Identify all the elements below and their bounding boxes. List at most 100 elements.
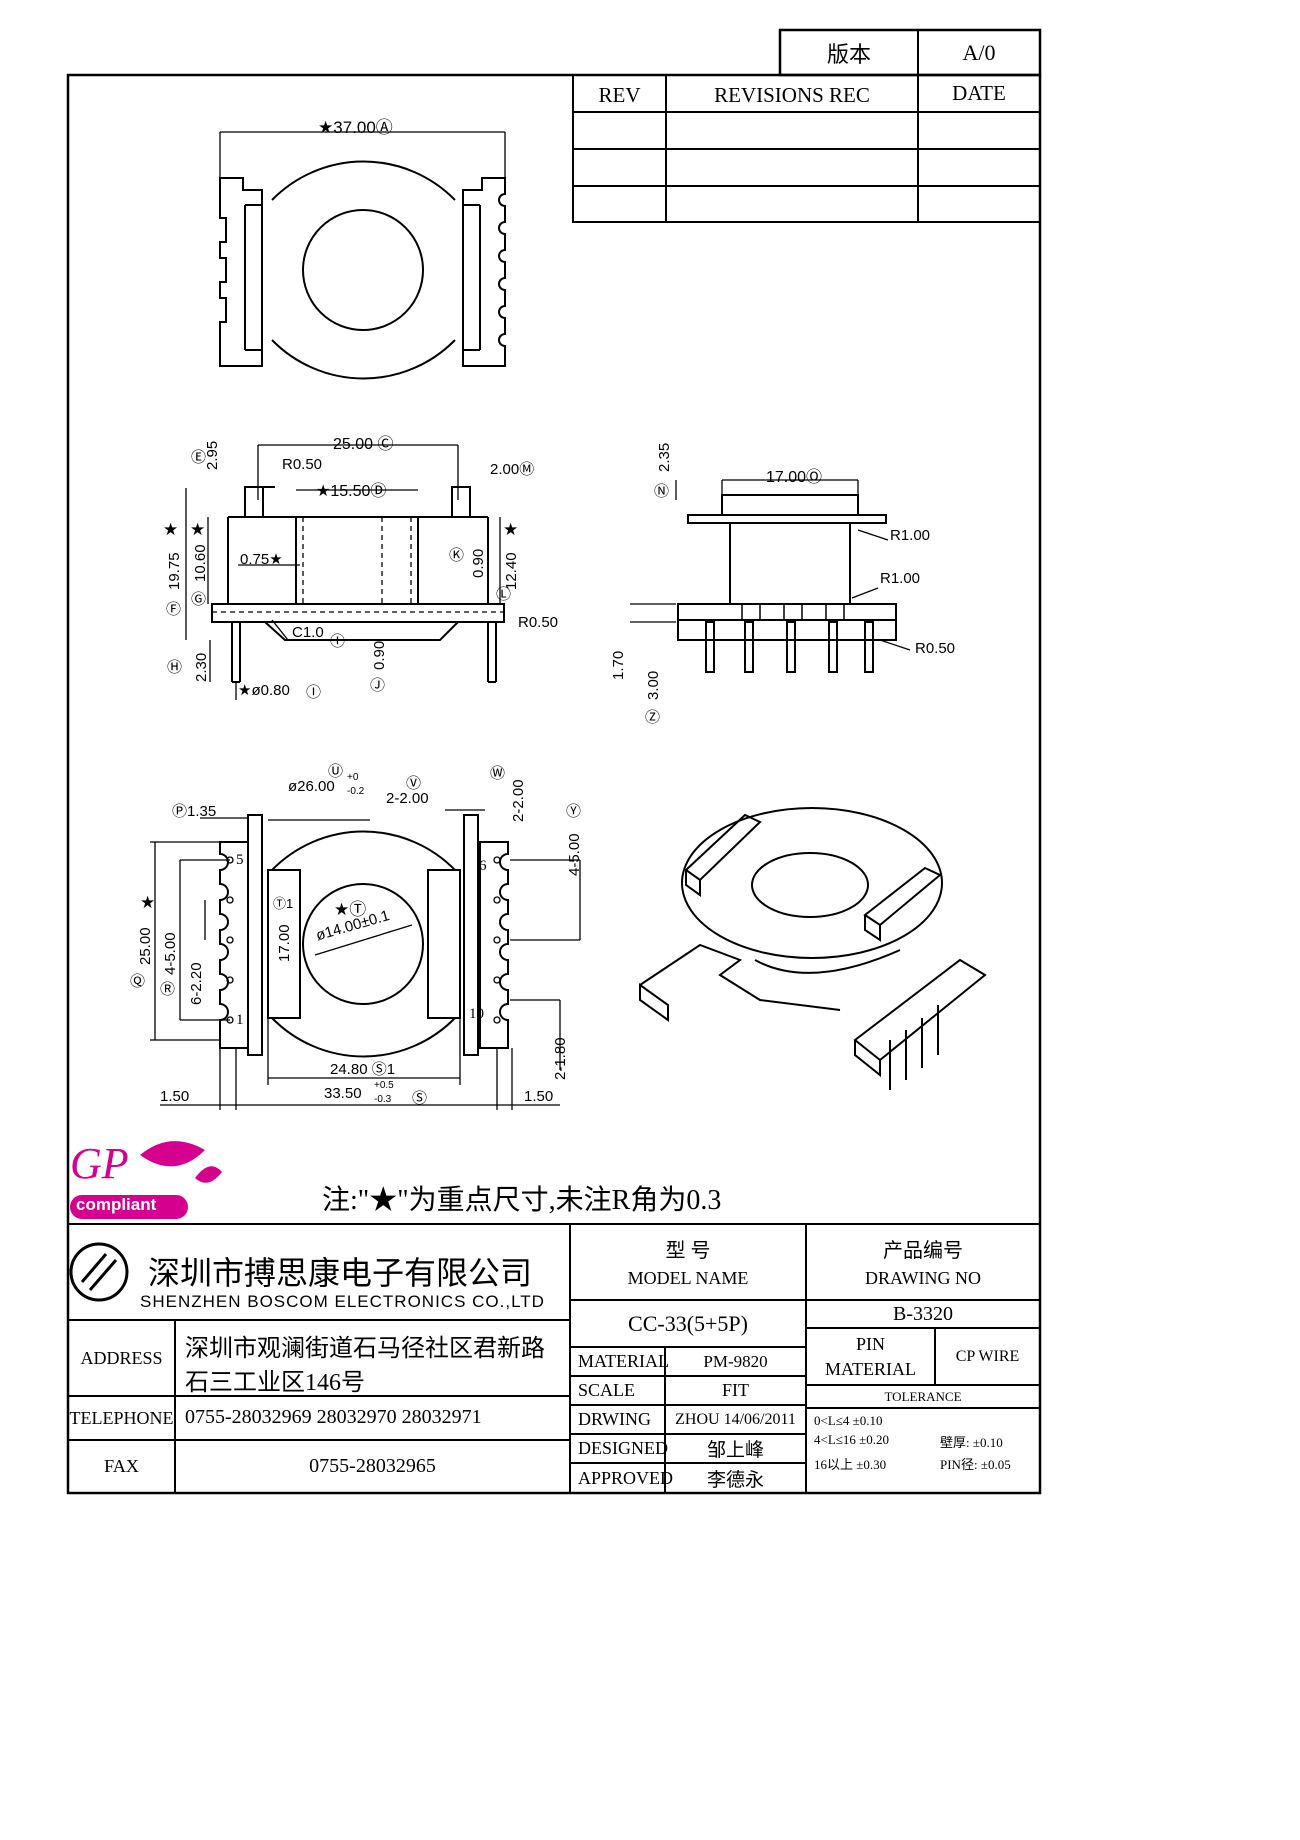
dim-g: 10.60 <box>192 544 209 582</box>
tolerance-row-3: 16以上 ±0.30 <box>814 1457 887 1472</box>
dim-q-label: Ⓠ <box>130 973 146 990</box>
dim-s-label: Ⓢ <box>412 1090 428 1107</box>
pin-material-label: MATERIAL <box>825 1358 916 1379</box>
tolerance-label: TOLERANCE <box>884 1388 962 1404</box>
approved-value: 李德永 <box>706 1469 764 1491</box>
dim-c10: C1.0 <box>292 624 324 641</box>
dim-a: ★37.00Ⓐ <box>318 118 393 137</box>
dim-r050-side: R0.50 <box>915 640 956 657</box>
dim-g-label: Ⓖ <box>191 591 207 608</box>
dim-i1-label: Ⓘ <box>330 633 346 650</box>
dim-k-label: Ⓚ <box>449 547 465 564</box>
address-line-2: 石三工业区146号 <box>185 1370 365 1396</box>
drawing-no-label-en: DRAWING NO <box>864 1267 982 1288</box>
dim-r050-top: R0.50 <box>282 456 323 473</box>
dim-j: 0.90 <box>371 640 388 670</box>
tolerance-wall: 壁厚: ±0.10 <box>940 1435 1003 1450</box>
dim-v-label: Ⓥ <box>406 775 422 792</box>
dim-p: Ⓟ1.35 <box>172 803 217 820</box>
material-label: MATERIAL <box>578 1351 669 1371</box>
pin-10-label: 10 <box>469 1006 484 1022</box>
version-value: A/0 <box>962 39 996 65</box>
dim-u-tol-bot: -0.2 <box>347 786 365 797</box>
dim-t1-label: Ⓣ1 <box>273 896 294 911</box>
pin-1-label: 1 <box>236 1012 244 1028</box>
dim-s-tol-top: +0.5 <box>374 1080 394 1091</box>
dim-left-150: 1.50 <box>160 1088 190 1105</box>
material-value: PM-9820 <box>703 1351 768 1371</box>
dim-f-label: Ⓕ <box>166 601 182 618</box>
dim-r050-pin: R0.50 <box>518 614 559 631</box>
drwing-value: ZHOU 14/06/2011 <box>675 1410 796 1428</box>
dim-r2: 6-2.20 <box>188 962 205 1005</box>
designed-value: 邹上峰 <box>706 1440 764 1461</box>
company-name-cn: 深圳市搏思康电子有限公司 <box>148 1255 533 1291</box>
fax: 0755-28032965 <box>309 1455 436 1477</box>
pin-5-label: 5 <box>236 852 244 868</box>
isometric-view <box>639 807 987 1090</box>
fax-label: FAX <box>104 1456 139 1476</box>
dim-t1: 17.00 <box>276 924 293 962</box>
address-line-1: 深圳市观澜街道石马径社区君新路 <box>185 1336 545 1362</box>
scale-label: SCALE <box>578 1380 636 1400</box>
dim-w: 2-2.00 <box>510 779 527 822</box>
dim-star-q: ★ <box>140 893 156 912</box>
address-label: ADDRESS <box>80 1347 163 1368</box>
dim-l-label: Ⓛ <box>496 586 512 603</box>
tolerance-row-2: 4<L≤16 ±0.20 <box>814 1432 890 1447</box>
dim-r100-b: R1.00 <box>880 570 921 587</box>
tolerance-pin: PIN径: ±0.05 <box>940 1457 1011 1472</box>
designed-label: DESIGNED <box>578 1438 668 1458</box>
dim-r-label: Ⓡ <box>160 981 176 998</box>
dim-n: 2.35 <box>656 442 673 472</box>
dim-y: 4-5.00 <box>566 833 583 876</box>
dim-s: 33.50 <box>324 1085 362 1102</box>
revisions-rec-header: REVISIONS REC <box>714 82 870 107</box>
drawing-linework <box>66 28 1042 1495</box>
telephone: 0755-28032969 28032970 28032971 <box>185 1406 482 1428</box>
dim-wall: 0.75★ <box>240 551 283 568</box>
dim-300: 3.00 <box>645 670 662 700</box>
dim-n-label: Ⓝ <box>654 483 670 500</box>
dim-pitch: 2-1.80 <box>552 1037 569 1080</box>
model-label-en: MODEL NAME <box>627 1267 749 1288</box>
version-label: 版本 <box>826 41 871 67</box>
dim-i-label: Ⓘ <box>306 684 322 701</box>
side-view <box>630 479 911 673</box>
dim-right-150: 1.50 <box>524 1088 554 1105</box>
dim-u-label: Ⓤ <box>328 763 344 780</box>
dim-y-label: Ⓨ <box>566 803 582 820</box>
drwing-label: DRWING <box>578 1409 651 1429</box>
dim-w-label: Ⓦ <box>490 765 506 782</box>
dim-170: 1.70 <box>610 650 627 680</box>
dim-q: 25.00 <box>137 927 154 965</box>
dim-k: 0.90 <box>470 548 487 578</box>
dim-star-3: ★ <box>503 520 519 539</box>
model-label-cn: 型 号 <box>665 1239 711 1262</box>
dim-star-1: ★ <box>163 520 179 539</box>
dim-v: 2-2.00 <box>386 790 429 807</box>
dim-star-2: ★ <box>190 520 206 539</box>
rev-header: REV <box>598 82 641 107</box>
pin-label: PIN <box>855 1333 885 1354</box>
dim-f: 19.75 <box>166 552 183 590</box>
dim-s-tol-bot: -0.3 <box>374 1094 392 1105</box>
bottom-view <box>150 809 581 1110</box>
note: 注:"★"为重点尺寸,未注R角为0.3 <box>322 1185 722 1216</box>
dim-h: 2.30 <box>193 652 210 682</box>
dim-e-label: Ⓔ <box>191 449 207 466</box>
dim-t-label: ★Ⓣ <box>334 900 367 919</box>
pin-material-value: CP WIRE <box>955 1347 1020 1365</box>
approved-label: APPROVED <box>578 1467 674 1488</box>
top-view <box>219 131 506 380</box>
dim-r100-a: R1.00 <box>890 527 931 544</box>
compliant-logo-text: compliant <box>76 1195 157 1214</box>
dim-c: 25.00 Ⓒ <box>333 436 394 453</box>
front-view <box>185 444 505 700</box>
gp-logo-leaf <box>70 1141 222 1219</box>
dim-s1: 24.80 Ⓢ1 <box>330 1061 396 1078</box>
model-value: CC-33(5+5P) <box>628 1310 748 1336</box>
dim-d: ★15.50Ⓓ <box>316 483 387 500</box>
dim-e: 2.95 <box>204 440 221 470</box>
dim-h-label: Ⓗ <box>167 659 183 676</box>
